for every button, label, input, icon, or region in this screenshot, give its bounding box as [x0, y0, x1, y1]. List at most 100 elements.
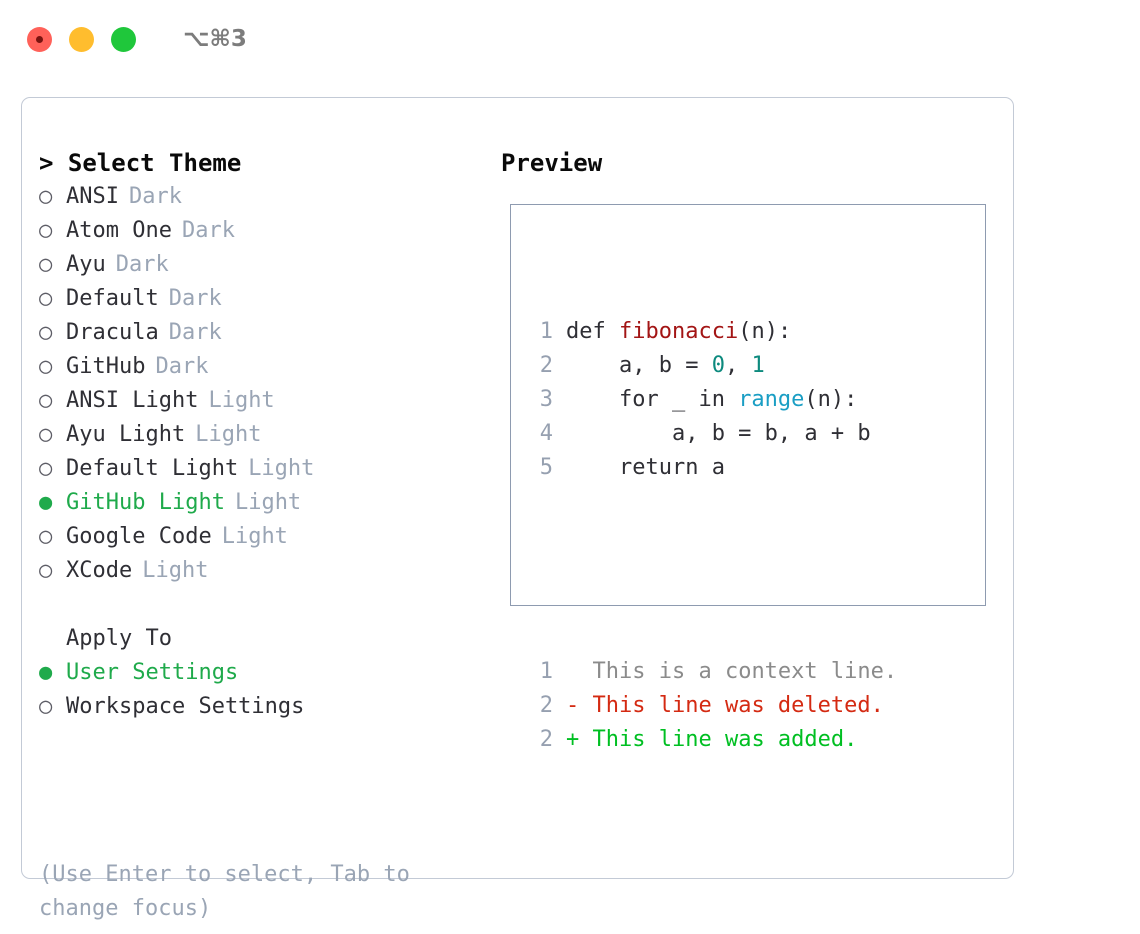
theme-list-item[interactable]: ○ ANSI Light Light — [39, 384, 489, 418]
keyboard-hint: (Use Enter to select, Tab to change focu… — [39, 862, 410, 921]
diff-line: 1 This is a context line. — [527, 655, 897, 689]
diff-text: This is a context line. — [592, 659, 898, 684]
preview-panel: Preview — [501, 146, 991, 180]
code-token: def — [566, 319, 619, 344]
theme-list-item[interactable]: ○ Default Light Light — [39, 452, 489, 486]
theme-category-tag: Dark — [181, 218, 235, 243]
apply-to-list: ● User Settings ○ Workspace Settings — [39, 656, 489, 724]
code-token: , — [724, 353, 752, 378]
list-spacer — [39, 588, 489, 622]
apply-to-heading: Apply To — [66, 626, 172, 651]
code-token: for _ in — [566, 387, 739, 412]
code-token: a, b = — [566, 353, 712, 378]
apply-to-label: Workspace Settings — [66, 694, 305, 719]
diff-sample: 1 This is a context line.2- This line wa… — [527, 655, 897, 757]
title-bar: ⌥⌘3 — [0, 0, 1140, 78]
radio-unselected-icon: ○ — [39, 388, 53, 413]
line-number: 3 — [539, 387, 553, 412]
radio-unselected-icon: ○ — [39, 354, 53, 379]
traffic-lights — [27, 26, 136, 52]
line-number: 2 — [539, 727, 553, 752]
theme-category-tag: Light — [195, 422, 262, 447]
radio-unselected-icon: ○ — [39, 286, 53, 311]
radio-unselected-icon: ○ — [39, 184, 53, 209]
code-line: 2 a, b = 0, 1 — [527, 349, 897, 383]
preview-heading: Preview — [501, 149, 603, 177]
radio-selected-icon: ● — [39, 660, 53, 685]
theme-category-tag: Dark — [128, 184, 182, 209]
theme-name-label: Atom One — [66, 218, 172, 243]
code-token: return a — [566, 455, 725, 480]
radio-unselected-icon: ○ — [39, 422, 53, 447]
theme-name-label: ANSI Light — [66, 388, 199, 413]
maximize-button[interactable] — [111, 26, 136, 52]
close-button[interactable] — [27, 26, 52, 52]
line-number: 1 — [539, 659, 553, 684]
theme-category-tag: Light — [221, 524, 288, 549]
minimize-button[interactable] — [69, 26, 94, 52]
code-token: 0 — [711, 353, 725, 378]
code-token: (n): — [738, 319, 792, 344]
theme-name-label: Default Light — [66, 456, 239, 481]
radio-unselected-icon: ○ — [39, 320, 53, 345]
keyboard-shortcut-label: ⌥⌘3 — [183, 26, 247, 52]
apply-to-option[interactable]: ● User Settings — [39, 656, 489, 690]
theme-category-tag: Dark — [168, 320, 222, 345]
theme-name-label: Dracula — [66, 320, 159, 345]
select-theme-heading: > Select Theme — [39, 149, 242, 177]
diff-marker: - — [566, 693, 593, 718]
line-number: 4 — [539, 421, 553, 446]
apply-to-heading-row: ○ Apply To — [39, 622, 489, 656]
diff-marker: + — [566, 727, 593, 752]
diff-text: This line was added. — [592, 727, 858, 752]
theme-name-label: ANSI — [66, 184, 119, 209]
radio-unselected-icon: ○ — [39, 456, 53, 481]
code-token: a, b = b, a + b — [566, 421, 871, 446]
diff-marker — [566, 655, 593, 689]
theme-category-tag: Light — [234, 490, 302, 515]
diff-line: 2- This line was deleted. — [527, 689, 897, 723]
theme-category-tag: Dark — [115, 252, 169, 277]
radio-unselected-icon: ○ — [39, 524, 53, 549]
theme-category-tag: Light — [208, 388, 275, 413]
code-token: (n): — [804, 387, 858, 412]
theme-category-tag: Dark — [168, 286, 222, 311]
code-token: 1 — [751, 353, 765, 378]
line-number: 5 — [539, 455, 553, 480]
code-line: 3 for _ in range(n): — [527, 383, 897, 417]
theme-category-tag: Light — [248, 456, 315, 481]
line-number: 1 — [539, 319, 553, 344]
apply-to-option[interactable]: ○ Workspace Settings — [39, 690, 489, 724]
theme-name-label: Ayu — [66, 252, 106, 277]
line-number: 2 — [539, 693, 553, 718]
theme-list-item[interactable]: ○ Ayu Dark — [39, 248, 489, 282]
theme-name-label: Ayu Light — [66, 422, 186, 447]
radio-unselected-icon: ○ — [39, 558, 53, 583]
code-line: 4 a, b = b, a + b — [527, 417, 897, 451]
radio-unselected-icon: ○ — [39, 694, 53, 719]
apply-to-label: User Settings — [66, 660, 239, 685]
theme-list-item[interactable]: ○ Dracula Dark — [39, 316, 489, 350]
radio-unselected-icon: ○ — [39, 252, 53, 277]
code-token: range — [738, 387, 805, 412]
radio-selected-icon: ● — [39, 490, 53, 515]
theme-name-label: Default — [66, 286, 159, 311]
theme-list-item[interactable]: ○ Ayu Light Light — [39, 418, 489, 452]
diff-line: 2 + This line was added. — [527, 723, 897, 757]
theme-list-item[interactable]: ○ Default Dark — [39, 282, 489, 316]
theme-list-item[interactable]: ○ ANSI Dark — [39, 180, 489, 214]
apply-to-bullet-placeholder: ○ — [39, 622, 66, 656]
line-number: 2 — [539, 353, 553, 378]
code-token: fibonacci — [618, 319, 739, 344]
